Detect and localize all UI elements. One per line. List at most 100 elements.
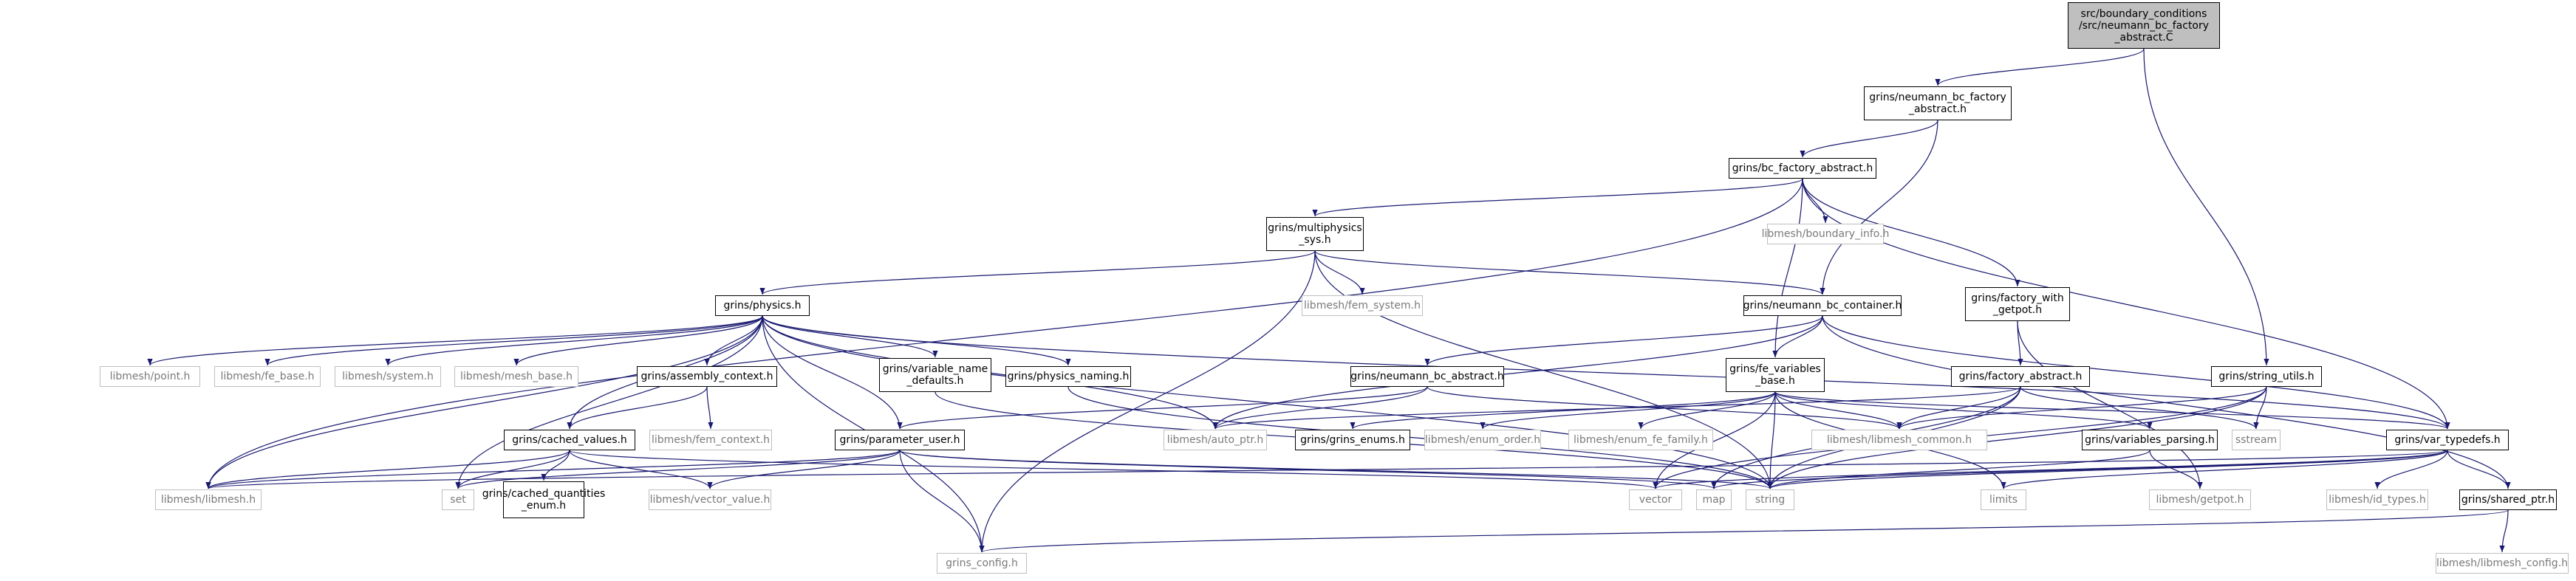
node-febase: libmesh/fe_base.h	[214, 366, 321, 387]
edge-facta-to-lmcommon	[1896, 386, 2021, 430]
node-facta[interactable]: grins/factory_abstract.h	[1951, 366, 2090, 387]
node-msys[interactable]: grins/multiphysics _sys.h	[1266, 217, 1364, 251]
node-enumord: libmesh/enum_order.h	[1424, 430, 1541, 450]
edge-physics-to-febase	[264, 315, 763, 366]
edge-physics-to-set	[455, 315, 763, 489]
edge-nbcfa-to-nbccont	[1820, 120, 1938, 295]
edge-msys-to-gconfig	[979, 250, 1316, 553]
edge-bcfa-to-fwg	[1802, 178, 2020, 287]
edge-nbccont-to-fevb	[1772, 315, 1823, 358]
edge-sharedptr-to-gconfig	[980, 509, 2509, 553]
edge-vparse-to-getpot	[2149, 450, 2203, 489]
node-femctx: libmesh/fem_context.h	[649, 430, 772, 450]
node-genums[interactable]: grins/grins_enums.h	[1295, 430, 1410, 450]
node-autoptr: libmesh/auto_ptr.h	[1164, 430, 1267, 450]
node-femsys: libmesh/fem_system.h	[1302, 295, 1423, 316]
edge-root-to-nbcfa	[1935, 48, 2145, 86]
node-map: map	[1696, 489, 1732, 510]
node-vnd[interactable]: grins/variable_name _defaults.h	[879, 358, 991, 392]
node-nbccont[interactable]: grins/neumann_bc_container.h	[1743, 295, 1902, 316]
node-lmcommon: libmesh/libmesh_common.h	[1811, 430, 1987, 450]
edge-root-to-stru	[2143, 48, 2269, 366]
edge-fevb-to-genums	[1350, 391, 1776, 430]
node-vecval: libmesh/vector_value.h	[649, 489, 771, 510]
edge-fevb-to-enumfef	[1638, 391, 1776, 430]
edge-stru-to-string	[1767, 386, 2267, 489]
node-pnaming[interactable]: grins/physics_naming.h	[1005, 366, 1131, 387]
edge-nbca-to-autoptr	[1212, 386, 1428, 430]
edge-vtypedefs-to-limits	[2001, 450, 2448, 489]
edge-fevb-to-lmcommon	[1774, 391, 1902, 430]
edge-facta-to-sstream	[2020, 386, 2259, 430]
node-nbcfa[interactable]: grins/neumann_bc_factory _abstract.h	[1864, 86, 2012, 120]
node-fevb[interactable]: grins/fe_variables _base.h	[1726, 358, 1825, 392]
node-stru[interactable]: grins/string_utils.h	[2211, 366, 2322, 387]
node-sstream: sstream	[2232, 430, 2281, 450]
edge-pnaming-to-string	[1067, 386, 1773, 489]
edge-nbccont-to-autoptr	[1212, 315, 1823, 430]
edge-stru-to-sstream	[2253, 386, 2267, 430]
node-vparse[interactable]: grins/variables_parsing.h	[2082, 430, 2218, 450]
edge-fevb-to-string	[1767, 391, 1776, 489]
edge-asmctx-to-femctx	[706, 386, 714, 430]
edge-bcfa-to-bndinfo	[1802, 178, 1828, 224]
edge-facta-to-autoptr	[1212, 386, 2021, 430]
edge-vtypedefs-to-idtypes	[2374, 450, 2448, 489]
edge-vtypedefs-to-map	[1711, 450, 2448, 489]
edge-stru-to-lmcommon	[1896, 386, 2267, 430]
node-physics[interactable]: grins/physics.h	[715, 295, 810, 316]
edge-physics-to-asmctx	[704, 315, 763, 366]
node-fwg[interactable]: grins/factory_with _getpot.h	[1965, 287, 2070, 321]
node-puser[interactable]: grins/parameter_user.h	[835, 430, 965, 450]
edge-vtypedefs-to-vector	[1653, 450, 2448, 489]
edge-physics-to-libmesh	[205, 315, 763, 489]
edge-physics-to-system	[385, 315, 763, 366]
node-cqenum[interactable]: grins/cached_quantities _enum.h	[482, 481, 605, 518]
edge-physics-to-meshbase	[513, 315, 763, 366]
node-root: src/boundary_conditions /src/neumann_bc_…	[2068, 2, 2220, 49]
edge-physics-to-vnd	[762, 315, 938, 358]
node-nbca[interactable]: grins/neumann_bc_abstract.h	[1350, 366, 1504, 387]
edge-cvals-to-vector	[569, 450, 1658, 489]
edge-cvals-to-set	[455, 450, 570, 489]
edge-fevb-to-vector	[1653, 391, 1776, 489]
edge-physics-to-puser	[762, 315, 903, 430]
edge-cvals-to-libmesh	[205, 450, 570, 489]
edge-msys-to-physics	[759, 250, 1316, 295]
edge-fevb-to-vparse	[1774, 391, 2153, 430]
edge-msys-to-femsys	[1314, 250, 1365, 295]
node-vtypedefs[interactable]: grins/var_typedefs.h	[2386, 430, 2509, 450]
node-asmctx[interactable]: grins/assembly_context.h	[637, 366, 777, 387]
node-bndinfo: libmesh/boundary_info.h	[1762, 224, 1889, 244]
edge-puser-to-vecval	[707, 450, 901, 489]
node-sharedptr[interactable]: grins/shared_ptr.h	[2459, 489, 2557, 510]
edge-nbccont-to-vtypedefs	[1822, 315, 2450, 430]
node-point: libmesh/point.h	[100, 366, 200, 387]
edge-nbccont-to-nbca	[1424, 315, 1823, 366]
node-bcfa[interactable]: grins/bc_factory_abstract.h	[1729, 158, 1876, 179]
node-enumfef: libmesh/enum_fe_family.h	[1568, 430, 1713, 450]
node-string: string	[1746, 489, 1794, 510]
edge-physics-to-string	[762, 315, 1773, 489]
edge-sharedptr-to-lmconfig	[2499, 509, 2509, 553]
node-meshbase: libmesh/mesh_base.h	[454, 366, 578, 387]
node-gconfig: grins_config.h	[937, 553, 1027, 574]
node-idtypes: libmesh/id_types.h	[2326, 489, 2428, 510]
edge-msys-to-nbccont	[1314, 250, 1825, 295]
edge-puser-to-libmesh	[205, 450, 901, 489]
edge-fevb-to-vtypedefs	[1774, 391, 2450, 430]
edge-bcfa-to-vtypedefs	[1802, 178, 2450, 430]
edge-vtypedefs-to-libmesh	[206, 450, 2448, 489]
edge-cvals-to-vecval	[569, 450, 713, 489]
edge-asmctx-to-cvals	[567, 386, 708, 430]
edge-puser-to-gconfig	[899, 450, 985, 553]
node-set: set	[442, 489, 474, 510]
node-lmconfig: libmesh/libmesh_config.h	[2436, 553, 2569, 574]
edge-nbcfa-to-bcfa	[1800, 120, 1938, 158]
node-cvals[interactable]: grins/cached_values.h	[504, 430, 635, 450]
edge-puser-to-set	[455, 450, 901, 489]
edge-physics-to-vtypedefs	[762, 315, 2450, 430]
node-libmesh: libmesh/libmesh.h	[155, 489, 262, 510]
node-getpot: libmesh/getpot.h	[2149, 489, 2251, 510]
